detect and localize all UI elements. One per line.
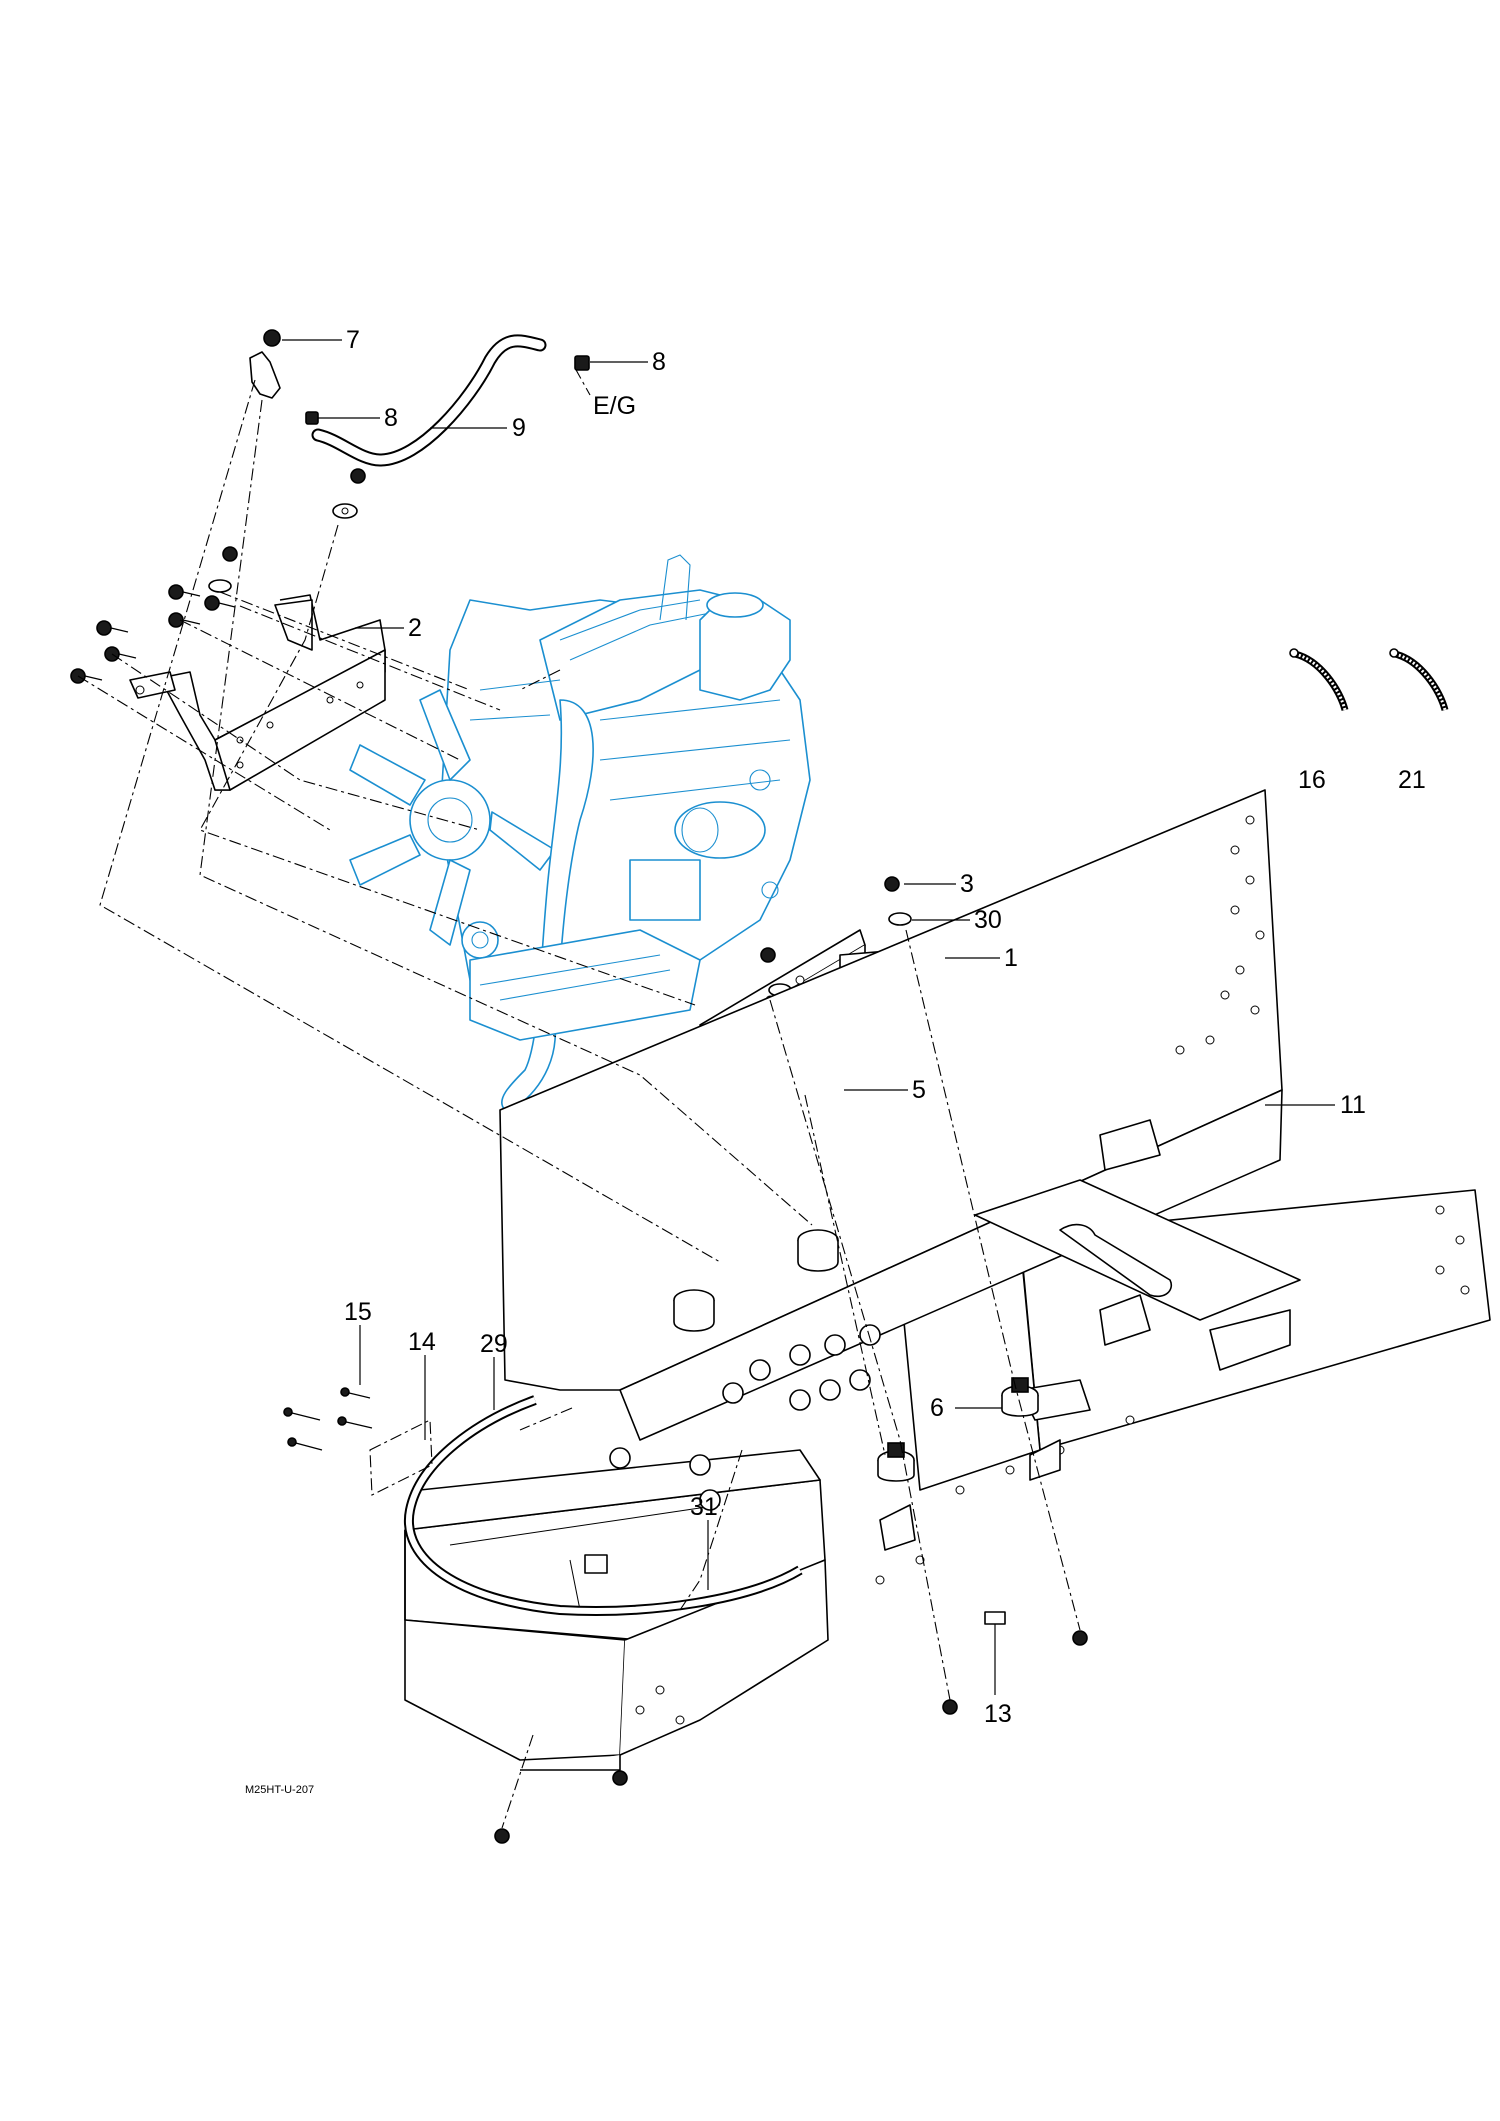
nut-bottom-left (494, 1828, 510, 1844)
callout-labels: 7 8 8 E/G 9 2 16 21 3 30 1 5 11 15 14 29… (344, 326, 1426, 1728)
rear-guard-29 (403, 1395, 803, 1616)
callout-21: 21 (1398, 766, 1426, 794)
cover-plate-14 (369, 1419, 433, 1496)
callout-30: 30 (974, 906, 1002, 934)
cable-tie-16 (1289, 648, 1349, 711)
callout-31: 31 (690, 1493, 718, 1521)
callout-29: 29 (480, 1330, 508, 1358)
engine-bracket-2 (129, 594, 386, 791)
callout-2: 2 (408, 614, 422, 642)
engine-assembly (349, 554, 811, 1111)
callout-eg: E/G (593, 392, 636, 420)
callout-14: 14 (408, 1328, 436, 1356)
callout-3: 3 (960, 870, 974, 898)
drawing-code: M25HT-U-207 (245, 1784, 314, 1796)
callout-7: 7 (346, 326, 360, 354)
rubber-bushings (673, 1229, 839, 1332)
callout-13: 13 (984, 1700, 1012, 1728)
assembly-lines (77, 367, 1081, 1829)
frame-nuts (609, 1324, 881, 1511)
bolt-13 (984, 1611, 1006, 1625)
callout-8-left: 8 (384, 404, 398, 432)
bolt-7 (263, 329, 281, 347)
callout-8-right: 8 (652, 348, 666, 376)
callout-1: 1 (1004, 944, 1018, 972)
callout-15: 15 (344, 1298, 372, 1326)
nut-bottom-right-b (1072, 1630, 1088, 1646)
nut-bottom-center (612, 1770, 628, 1786)
callout-9: 9 (512, 414, 526, 442)
clamp-8-right (574, 355, 590, 371)
leader-lines (282, 339, 1335, 1695)
frame-holes (635, 815, 1470, 1725)
cable-tie-21 (1389, 648, 1449, 711)
callout-16: 16 (1298, 766, 1326, 794)
clamp-8-left (305, 411, 319, 425)
callout-5: 5 (912, 1076, 926, 1104)
coolant-hose-assembly (249, 329, 590, 519)
bracket-bolts (70, 546, 238, 684)
bolts-15 (283, 1387, 373, 1451)
callout-11: 11 (1340, 1091, 1366, 1119)
nut-bottom-right-a (942, 1699, 958, 1715)
callout-6: 6 (930, 1394, 944, 1422)
t-fitting (249, 351, 281, 399)
engine-fan (349, 689, 556, 946)
